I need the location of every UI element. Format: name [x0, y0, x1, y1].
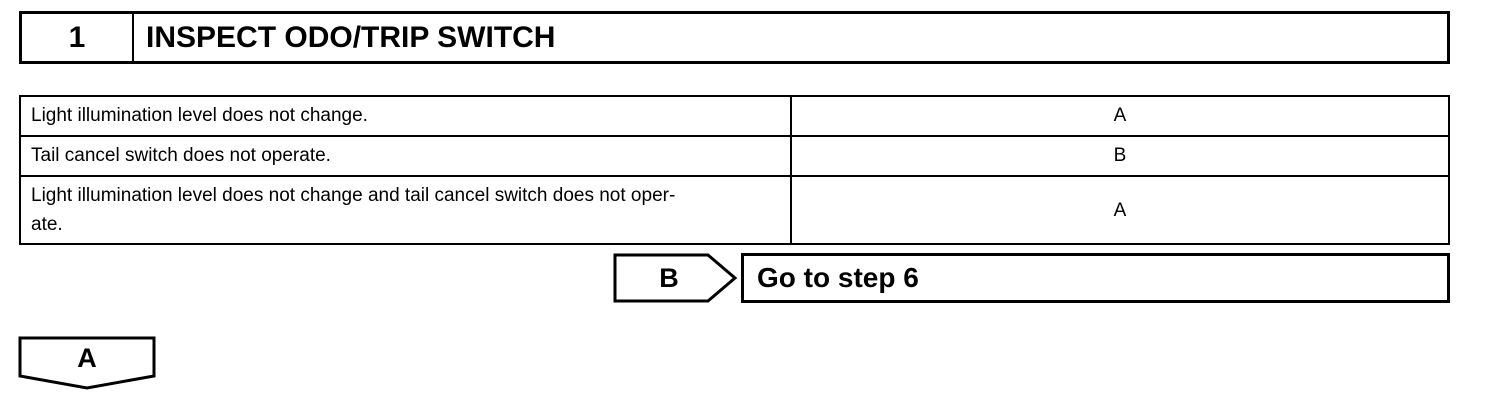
step-number: 1 — [22, 14, 134, 61]
result-cell: A — [790, 175, 1450, 245]
next-a-tag[interactable]: A — [18, 336, 156, 390]
table-row: Light illumination level does not change… — [19, 95, 1450, 137]
result-cell: B — [790, 135, 1450, 177]
arrow-right-tag-icon — [613, 253, 738, 303]
branch-b-tag[interactable]: B — [613, 253, 738, 303]
step-header: 1 INSPECT ODO/TRIP SWITCH — [19, 11, 1450, 64]
table-row: Light illumination level does not change… — [19, 175, 1450, 245]
next-a-label: A — [77, 342, 97, 373]
condition-cell: Tail cancel switch does not operate. — [19, 135, 792, 177]
result-cell: A — [790, 95, 1450, 137]
arrow-down-tag-icon — [18, 336, 156, 390]
result-table: Light illumination level does not change… — [19, 95, 1450, 245]
condition-cell: Light illumination level does not change… — [19, 95, 792, 137]
step-title: INSPECT ODO/TRIP SWITCH — [146, 20, 556, 54]
condition-cell: Light illumination level does not change… — [19, 175, 792, 245]
branch-b-target[interactable]: Go to step 6 — [741, 253, 1450, 303]
branch-b-label: B — [659, 262, 679, 293]
table-row: Tail cancel switch does not operate. B — [19, 135, 1450, 177]
